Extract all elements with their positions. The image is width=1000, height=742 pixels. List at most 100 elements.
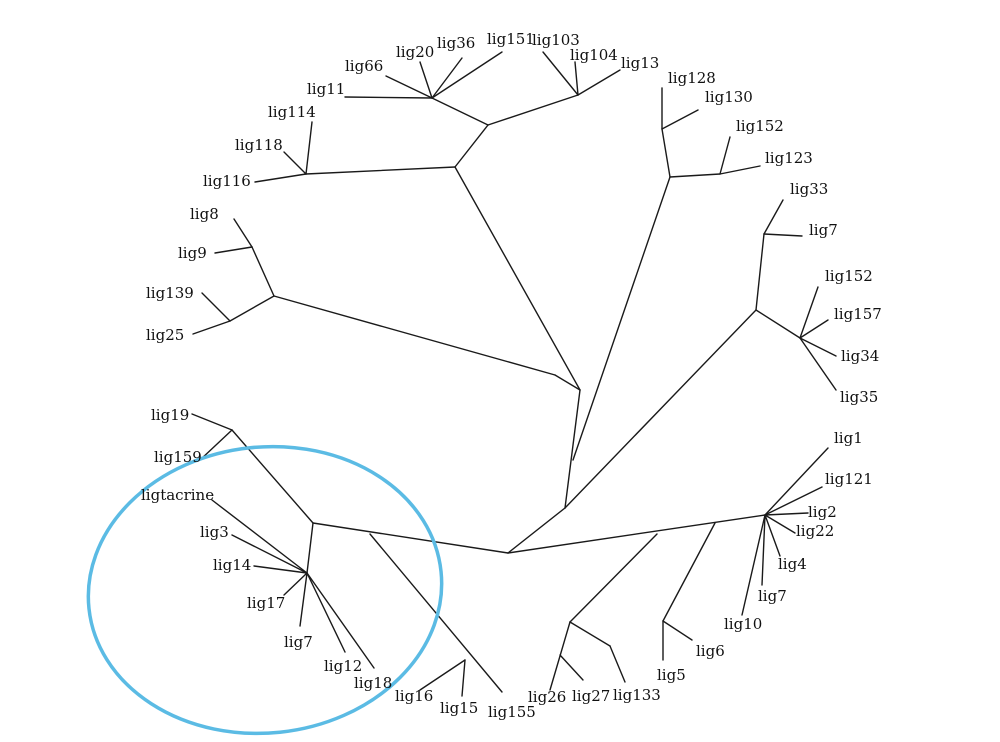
leaf-label: lig130 [705,88,753,106]
branch [662,522,716,622]
leaf-label: lig33 [790,180,828,198]
leaf-label: lig7 [758,587,787,605]
branch [661,109,699,130]
branch [662,620,693,641]
leaf-label: lig123 [765,149,813,167]
leaf-label: lig34 [841,347,879,365]
branch [764,512,809,516]
branch [574,61,579,96]
branch [719,136,731,175]
branch [191,413,233,431]
branch [761,514,766,586]
branch [283,572,308,596]
branch [569,533,658,623]
branch [431,51,503,99]
leaf-label: lig7 [809,221,838,239]
branch [229,295,275,322]
branch [201,292,231,322]
branch [461,659,466,697]
branch [199,429,233,461]
branch [299,572,308,627]
branch [251,246,275,297]
branch [764,486,823,516]
branch [564,389,581,509]
leaf-label: lig14 [213,556,251,574]
leaf-label: lig133 [613,686,661,704]
branch [755,233,765,311]
branch [306,522,314,574]
leaf-label: lig121 [825,470,873,488]
branch [661,128,671,178]
branch [799,337,837,357]
leaf-label: lig66 [345,57,383,75]
leaf-label: lig35 [840,388,878,406]
branch [273,295,556,376]
branch [306,572,346,653]
leaf-label: lig10 [724,615,762,633]
branch [564,309,757,509]
leaf-label: lig17 [247,594,285,612]
branch [419,61,433,99]
branch [507,507,566,554]
leaf-label: lig104 [570,46,618,64]
branch [419,659,466,691]
branch [763,199,784,235]
branch [554,374,581,391]
branch [764,514,796,534]
branch [231,429,314,524]
branch [763,233,803,237]
tree-branches [191,51,837,697]
branch [719,165,761,175]
leaf-label: lig159 [154,448,202,466]
leaf-label: lig3 [200,523,229,541]
leaf-label: lig25 [146,326,184,344]
leaf-label: lig103 [532,31,580,49]
leaf-label: lig9 [178,244,207,262]
branch [283,151,307,175]
branch [233,218,253,248]
leaf-label: lig11 [307,80,345,98]
branch [454,166,581,391]
branch [431,57,463,99]
branch [799,319,829,339]
leaf-label: lig26 [528,688,566,706]
branch [253,565,308,574]
leaf-label: lig155 [488,703,536,721]
branch [559,654,584,681]
branch [764,514,781,557]
leaf-label: lig152 [736,117,784,135]
branch [211,499,308,574]
branch [214,246,253,254]
leaf-label: lig151 [487,30,535,48]
branch [507,514,766,554]
branch [755,309,801,339]
branch [577,69,621,96]
leaf-label: lig6 [696,642,725,660]
leaf-label: lig12 [324,657,362,675]
leaf-label: lig13 [621,54,659,72]
branch [609,645,626,683]
leaf-label: lig128 [668,69,716,87]
leaf-label: lig157 [834,305,882,323]
leaf-label: lig22 [796,522,834,540]
leaf-label: lig5 [657,666,686,684]
leaf-label: lig2 [808,503,837,521]
leaf-label: lig7 [284,633,313,651]
branch [192,320,231,335]
branch [385,75,433,99]
branch [306,572,375,669]
branch [741,514,766,616]
branch [254,173,307,183]
branch [305,166,456,175]
branch [799,337,837,391]
branch [305,121,313,175]
branch [572,176,671,461]
leaf-label: lig18 [354,674,392,692]
leaf-label: lig16 [395,687,433,705]
branch [431,97,489,126]
branch [569,621,611,647]
highlight-ellipse [86,444,444,736]
leaf-label: lig8 [190,205,219,223]
leaf-label: lig116 [203,172,251,190]
branch [344,96,433,99]
